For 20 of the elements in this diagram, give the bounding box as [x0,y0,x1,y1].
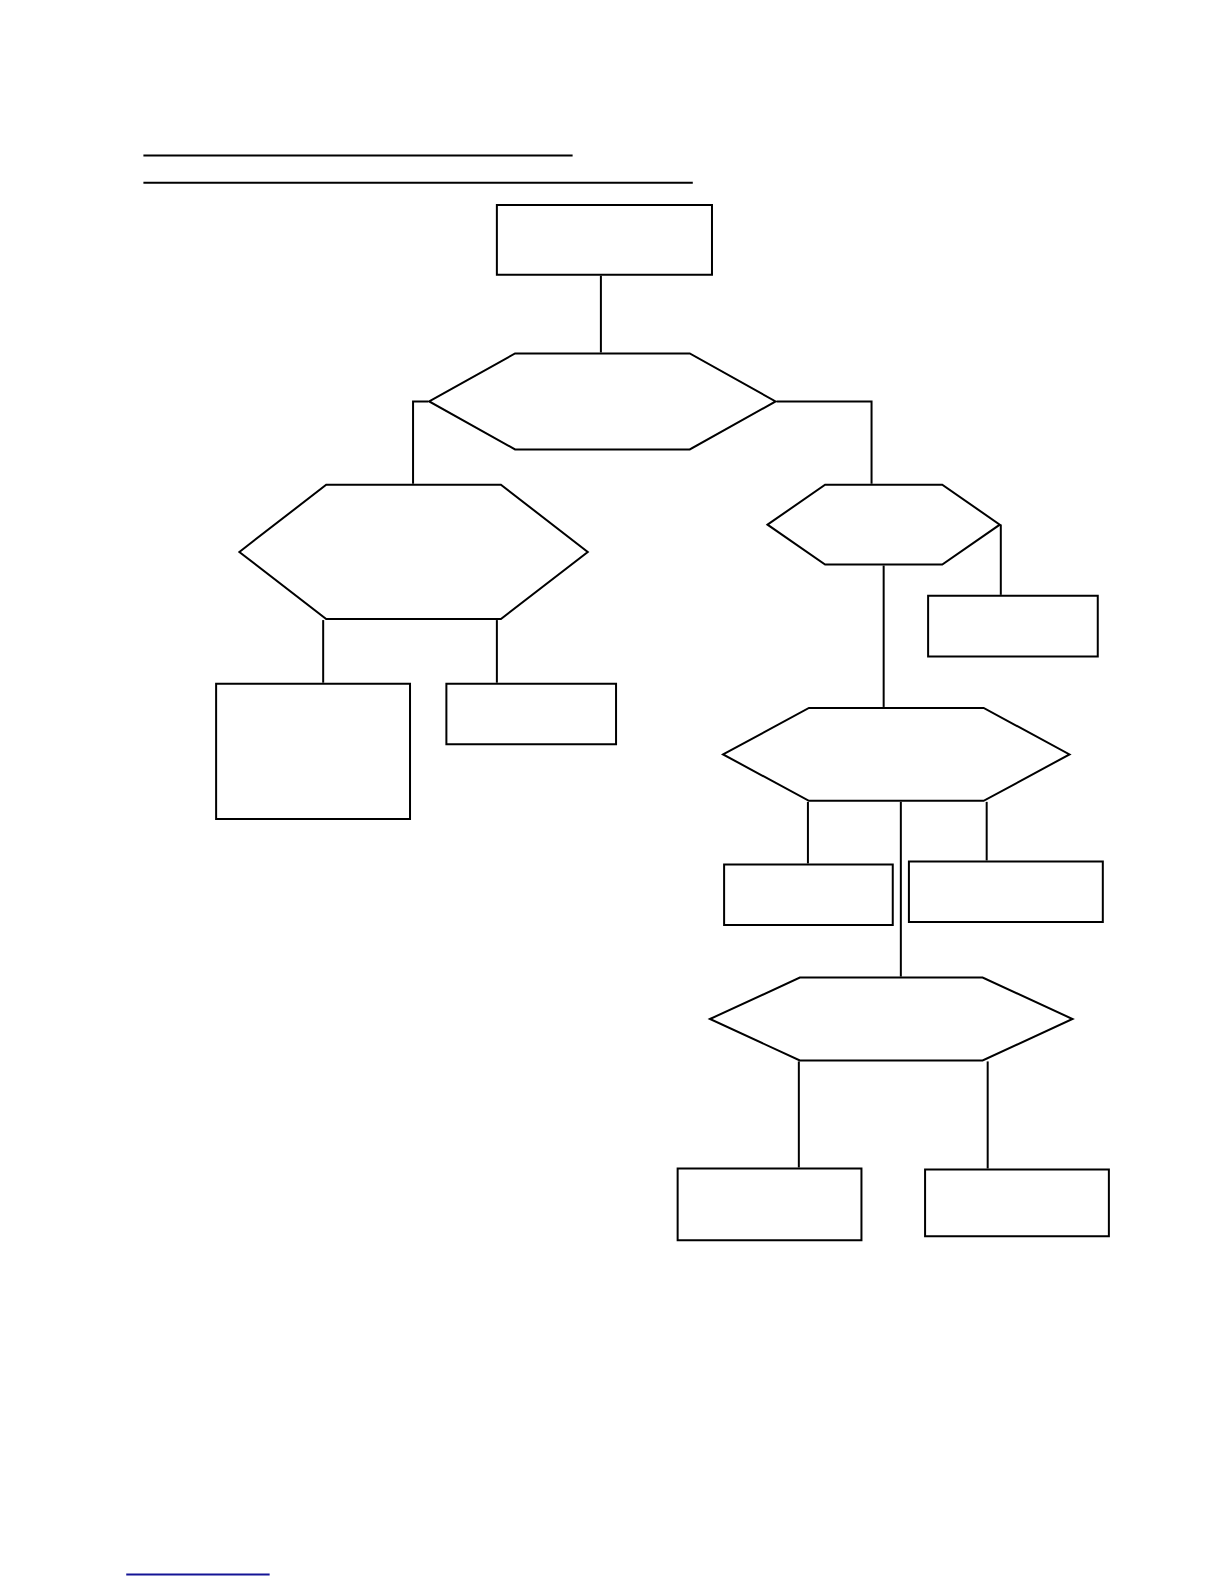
connector-line [806,800,809,865]
connector-line [985,800,988,862]
process-box [907,860,1104,924]
process-box [924,1168,1110,1238]
connector-line [797,1060,800,1169]
process-box [215,682,411,821]
connector-line [775,400,873,485]
connector-line [999,523,1002,596]
connector-line [899,800,902,978]
process-box [495,204,713,276]
connector-line [495,619,498,684]
process-box [723,863,894,927]
process-box [445,682,618,746]
process-box [927,594,1099,658]
connector-line [986,1060,989,1170]
connector-line [412,400,430,485]
process-box [676,1167,863,1242]
connector-line [882,564,885,708]
connector-line [322,619,325,684]
connector-line [599,274,602,354]
